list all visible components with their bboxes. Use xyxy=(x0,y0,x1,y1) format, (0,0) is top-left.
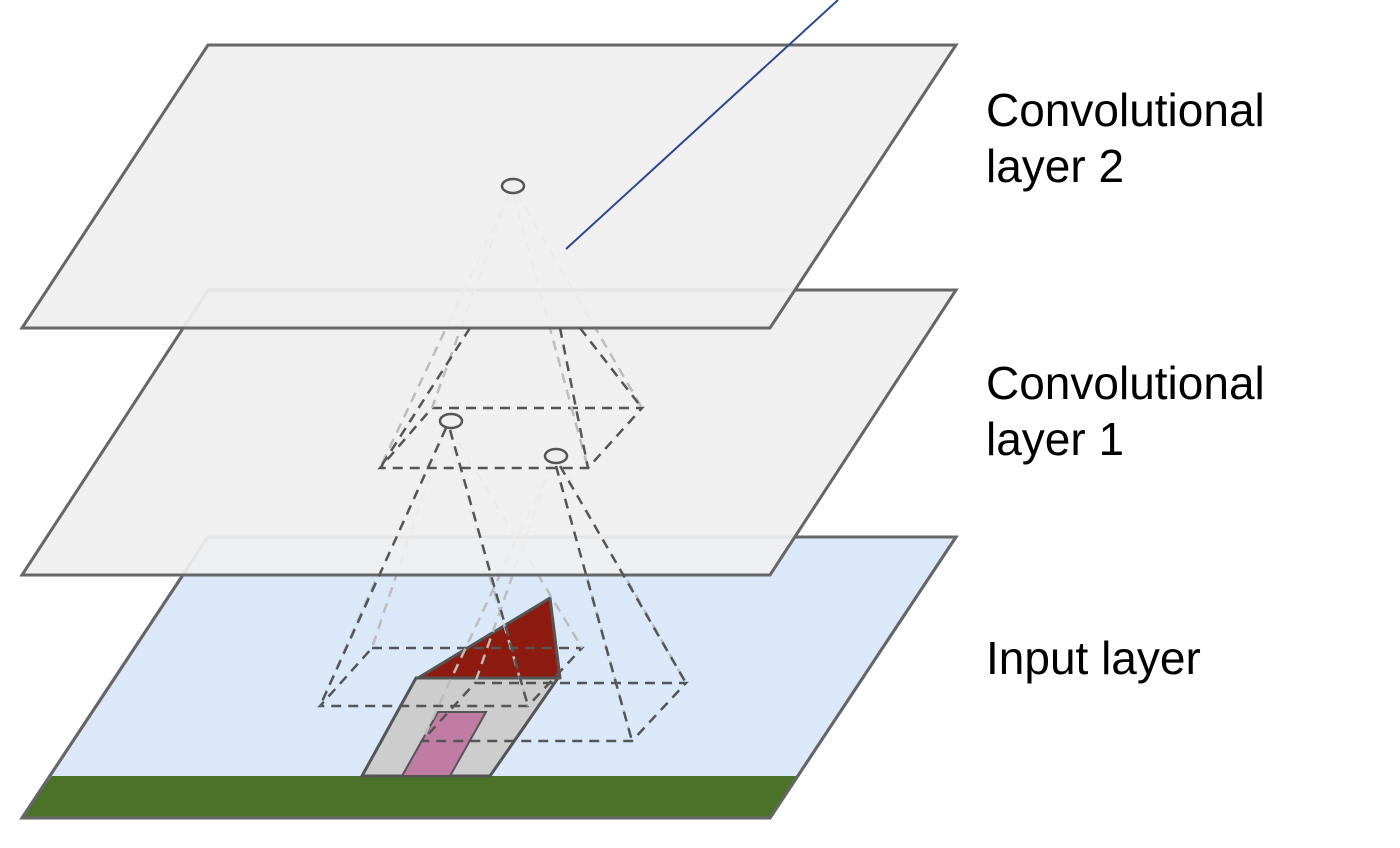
conv-layer-2-label-line2: layer 2 xyxy=(986,140,1125,192)
conv1-neurons xyxy=(438,412,569,465)
conv2-dark-rays xyxy=(378,327,643,469)
conv-layer-2 xyxy=(19,43,959,330)
conv1-dark-rays xyxy=(318,427,688,742)
conv-layer-1-label-line1: Convolutional xyxy=(986,357,1265,409)
house-door xyxy=(400,711,488,777)
ray xyxy=(554,465,634,742)
ray xyxy=(558,327,590,469)
ground-strip xyxy=(22,776,798,818)
conv-layer-1-plane xyxy=(19,288,959,577)
conv-layer-1-label: Convolutional layer 1 xyxy=(986,355,1386,467)
conv1-neuron-left xyxy=(438,412,464,430)
conv-layer-1 xyxy=(19,288,959,577)
pointer-line xyxy=(565,0,839,250)
input-layer xyxy=(19,535,959,820)
ray xyxy=(378,327,472,469)
conv-layer-2-label: Convolutional layer 2 xyxy=(986,82,1386,194)
conv-layer-2-plane xyxy=(19,43,959,330)
ray xyxy=(511,192,590,469)
conv-layer-2-label-line1: Convolutional xyxy=(986,84,1265,136)
conv1-neuron-right xyxy=(543,447,569,465)
ray xyxy=(448,429,530,707)
ray xyxy=(558,465,688,684)
conv-layer-1-label-line2: layer 1 xyxy=(986,413,1125,465)
house-roof xyxy=(416,596,562,680)
input-layer-label: Input layer xyxy=(986,630,1386,686)
input-layer-label-text: Input layer xyxy=(986,632,1201,684)
conv2-neuron xyxy=(500,177,526,195)
